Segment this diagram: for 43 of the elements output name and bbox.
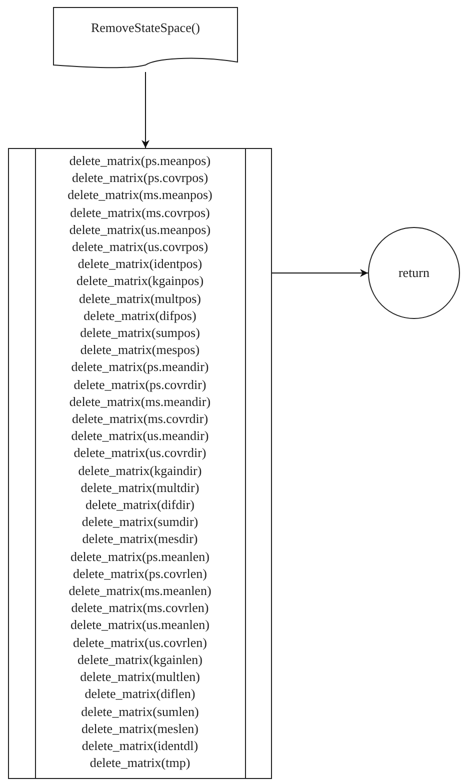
arrow (142, 72, 150, 148)
code-line: delete_matrix(ps.covrlen) (73, 564, 207, 582)
code-line: delete_matrix(difpos) (84, 306, 196, 324)
arrow (272, 269, 368, 277)
code-line: delete_matrix(identpos) (78, 255, 202, 272)
predefined-process-box (8, 148, 272, 779)
code-line: delete_matrix(us.meanpos) (69, 220, 211, 238)
code-line: delete_matrix(sumpos) (80, 324, 200, 342)
code-line: delete_matrix(diflen) (84, 685, 196, 702)
code-line: delete_matrix(multlen) (80, 668, 200, 686)
code-line: delete_matrix(ms.meanlen) (68, 582, 212, 600)
code-line: delete_matrix(us.covrdir) (74, 444, 206, 462)
code-line: delete_matrix(tmp) (90, 754, 190, 772)
code-line: delete_matrix(ps.meanlen) (70, 548, 210, 565)
code-line: delete_matrix(kgainpos) (76, 272, 204, 290)
code-line: delete_matrix(us.meandir) (71, 427, 209, 444)
terminal-circle (368, 227, 460, 319)
code-line: delete_matrix(kgaindir) (78, 462, 202, 479)
code-line: delete_matrix(multpos) (78, 290, 202, 307)
code-line: delete_matrix(ms.covrdir) (72, 410, 208, 428)
code-line: delete_matrix(sumdir) (82, 513, 198, 530)
terminal-label: return (398, 264, 430, 282)
document-shape (53, 7, 238, 69)
code-line: delete_matrix(us.covrlen) (73, 634, 207, 651)
code-line: delete_matrix(ps.covrdir) (74, 376, 206, 393)
code-line: delete_matrix(us.meanlen) (70, 616, 210, 634)
code-line: delete_matrix(sumlen) (81, 702, 199, 720)
function-name: RemoveStateSpace() (90, 19, 200, 36)
code-line: delete_matrix(mesdir) (82, 530, 198, 548)
code-line: delete_matrix(ps.covrpos) (72, 169, 208, 186)
code-line: delete_matrix(ps.meandir) (71, 358, 209, 376)
code-line: delete_matrix(ms.meandir) (69, 392, 211, 410)
code-line: delete_matrix(mespos) (80, 341, 200, 358)
code-line: delete_matrix(kgainlen) (78, 650, 202, 668)
code-line: delete_matrix(multdir) (80, 478, 200, 496)
code-line: delete_matrix(ms.meanpos) (68, 186, 212, 204)
code-line: delete_matrix(ps.meanpos) (69, 152, 211, 170)
code-line: delete_matrix(meslen) (82, 720, 198, 737)
code-line: delete_matrix(ms.covrlen) (71, 599, 209, 616)
code-line: delete_matrix(us.covrpos) (72, 238, 208, 256)
code-line: delete_matrix(identdl) (82, 736, 198, 754)
code-line: delete_matrix(ms.covrpos) (70, 204, 210, 221)
code-line: delete_matrix(difdir) (85, 496, 194, 514)
